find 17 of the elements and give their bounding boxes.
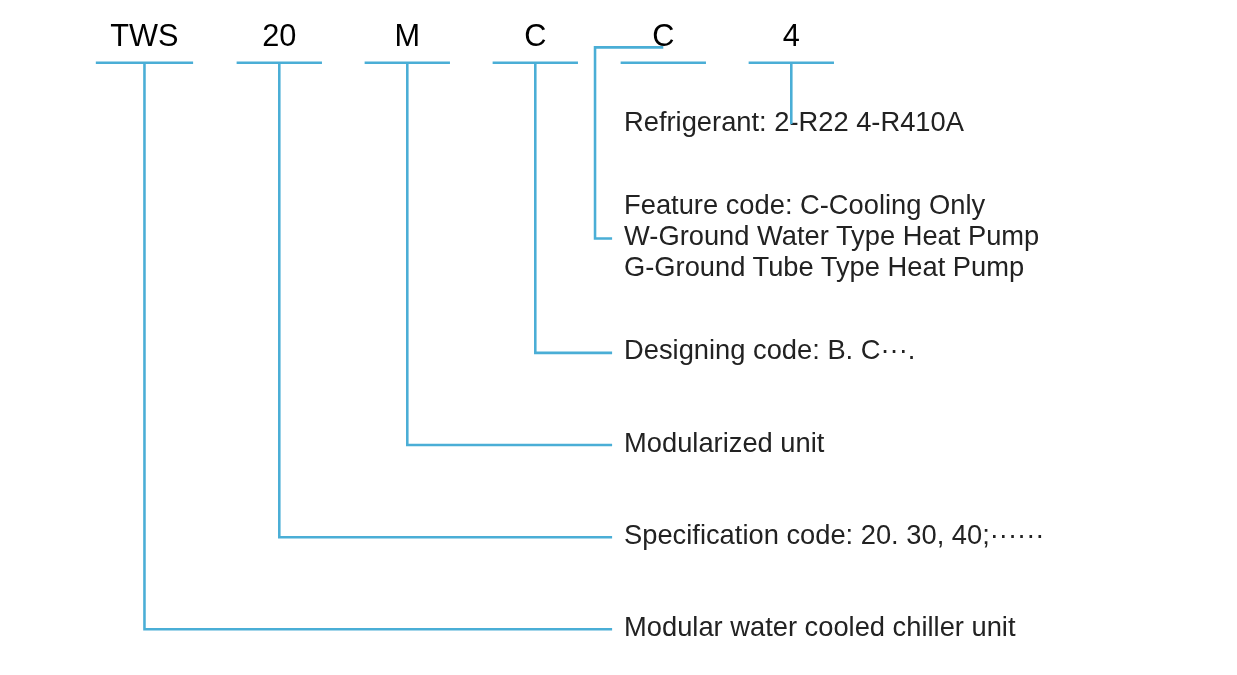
node-text: Specification code: 20. 30, 40;······	[624, 518, 1045, 550]
connector	[143, 62, 613, 631]
node-text: Modular water cooled chiller unit	[624, 610, 1016, 642]
connector	[534, 62, 613, 355]
node-text: Designing code: B. C···.	[624, 334, 916, 366]
connector	[278, 62, 613, 539]
connector	[406, 62, 613, 447]
node-text: Refrigerant: 2-R22 4-R410A	[624, 105, 964, 137]
connector	[790, 62, 793, 125]
node-text: Feature code: C-Cooling Only W-Ground Water Type Heat Pump G-Ground Tube Type Heat Pump	[624, 189, 1040, 282]
node-text: C	[652, 18, 675, 54]
node-text: 4	[782, 18, 800, 54]
node-text: 20	[262, 18, 297, 54]
node-text: TWS	[110, 18, 179, 54]
node-text: C	[524, 18, 547, 54]
node-text: Modularized unit	[624, 426, 825, 458]
node-text: M	[394, 18, 421, 54]
